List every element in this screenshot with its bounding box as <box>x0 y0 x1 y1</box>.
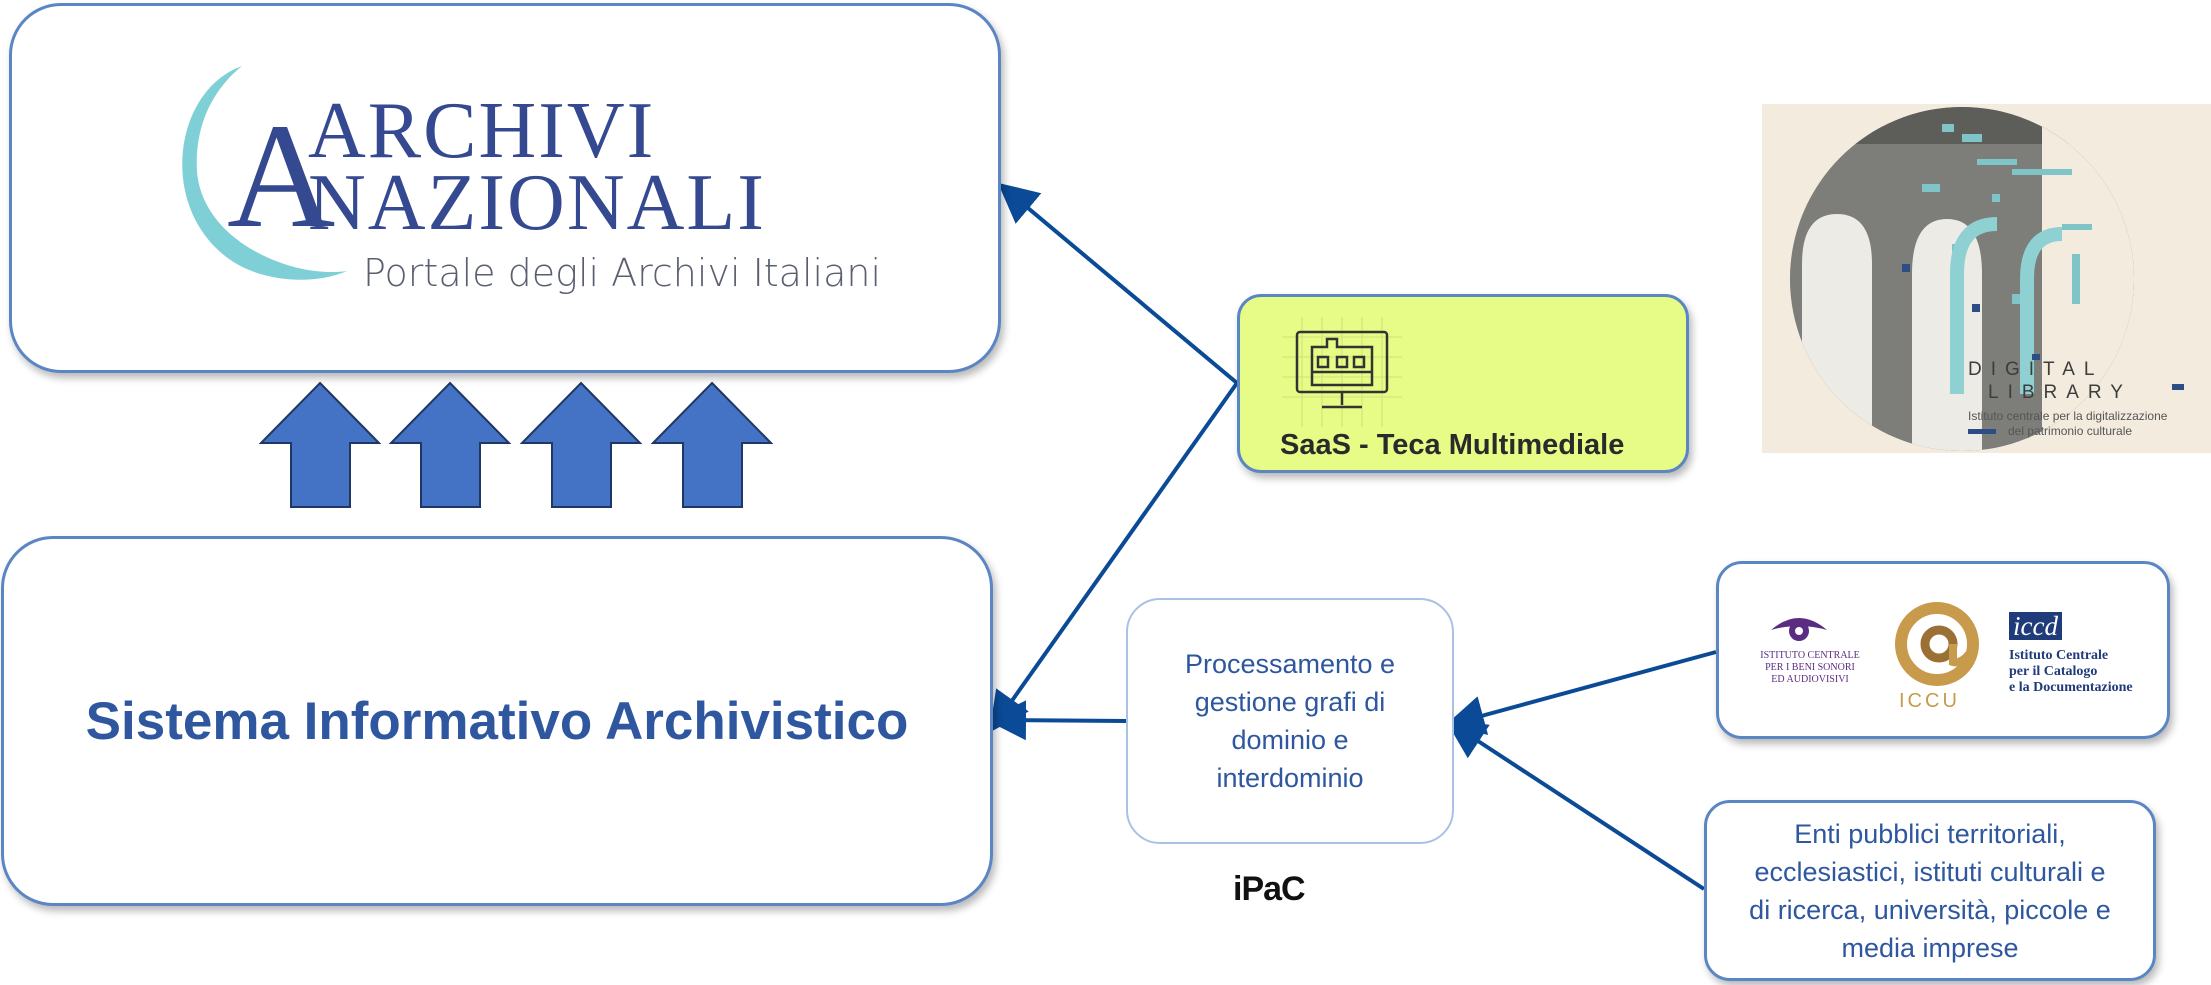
up-arrow-2 <box>388 381 512 508</box>
ipac-logo: iPaC <box>1233 870 1306 908</box>
digital-caption2: del patrimonio culturale <box>2008 424 2133 438</box>
iccu-at-icon <box>1895 602 1979 686</box>
arrow-enti-to-processamento <box>1445 719 1706 891</box>
digital-line2: LIBRARY <box>1988 382 2132 403</box>
iccd-line-3: e la Documentazione <box>2009 680 2133 695</box>
up-arrow-4 <box>650 381 774 508</box>
up-arrow-3 <box>519 381 643 508</box>
processamento-line-2: gestione grafi di <box>1194 687 1386 717</box>
arrow-processamento-to-sistema <box>986 700 1127 741</box>
icbsa-line-2: PER I BENI SONORI <box>1765 662 1855 673</box>
iccu-label: ICCU <box>1899 690 1960 712</box>
enti-box: Enti pubblici territoriali, ecclesiastic… <box>1704 800 2156 981</box>
archivi-big-a: A <box>227 93 336 259</box>
sistema-informativo-box: Sistema Informativo Archivistico <box>1 536 993 906</box>
aqueduct-image-icon <box>1790 107 2184 451</box>
institutes-box: ISTITUTO CENTRALE PER I BENI SONORI ED A… <box>1716 561 2170 739</box>
processamento-line-3: dominio e <box>1231 725 1349 755</box>
eye-icon <box>1771 618 1827 641</box>
archivi-line2: NAZIONALI <box>308 159 766 247</box>
icbsa-line-1: ISTITUTO CENTRALE <box>1760 650 1860 661</box>
arrow-saas-to-archivi <box>997 182 1239 385</box>
saas-teca-box: SaaS - Teca Multimediale <box>1237 294 1689 473</box>
sistema-title: Sistema Informativo Archivistico <box>85 691 909 751</box>
saas-label: SaaS - Teca Multimediale <box>1280 429 1625 461</box>
up-arrow-1 <box>258 381 382 508</box>
digital-line1: DIGITAL <box>1968 359 2104 380</box>
arrow-saas-to-sistema <box>989 381 1239 733</box>
archivi-line1: ARCHIVI <box>308 87 656 175</box>
enti-line-1: Enti pubblici territoriali, <box>1794 818 2066 849</box>
processamento-line-4: interdominio <box>1216 763 1364 793</box>
digital-caption1: Istituto centrale per la digitalizzazion… <box>1968 409 2168 423</box>
processamento-box: Processamento e gestione grafi di domini… <box>1126 598 1454 844</box>
iccd-line-1: Istituto Centrale <box>2009 648 2109 663</box>
enti-line-3: di ricerca, università, piccole e <box>1749 894 2111 925</box>
enti-line-2: ecclesiastici, istituti culturali e <box>1754 856 2106 887</box>
processamento-line-1: Processamento e <box>1184 649 1396 679</box>
archivi-subtitle: Portale degli Archivi Italiani <box>363 251 882 295</box>
arrow-institutes-to-processamento <box>1444 650 1717 735</box>
digital-library-logo: DIGITAL LIBRARY Istituto centrale per la… <box>1762 104 2211 453</box>
enti-line-4: media imprese <box>1841 932 2019 963</box>
digital-bar <box>1968 429 1996 434</box>
iccd-line-2: per il Catalogo <box>2009 664 2098 679</box>
monitor-building-icon <box>1282 317 1402 427</box>
icbsa-line-3: ED AUDIOVISIVI <box>1771 674 1849 685</box>
archivi-nazionali-box: A ARCHIVI NAZIONALI Portale degli Archiv… <box>9 3 1001 373</box>
iccd-mark: iccd <box>2009 612 2062 640</box>
